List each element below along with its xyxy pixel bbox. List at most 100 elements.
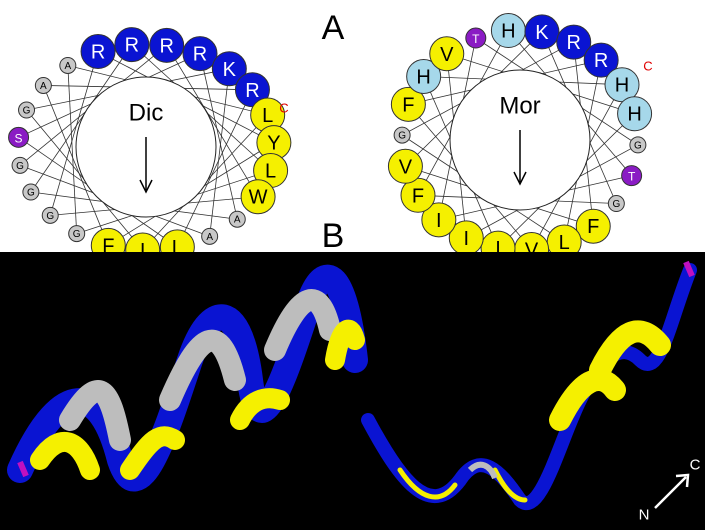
residue-label: R xyxy=(245,80,259,102)
residue-label: R xyxy=(91,42,105,64)
wheel-name: Mor xyxy=(499,93,540,120)
residue-r xyxy=(80,34,116,70)
residue-k xyxy=(524,14,560,50)
residue-label: G xyxy=(398,131,406,142)
residue-g xyxy=(629,136,647,154)
residue-v xyxy=(387,148,423,184)
residue-g xyxy=(607,195,625,213)
residue-a xyxy=(228,210,246,228)
wheel-spoke xyxy=(176,89,253,248)
residue-label: T xyxy=(472,32,480,46)
hydrophobic-moment-arrow xyxy=(139,137,153,194)
residue-label: L xyxy=(262,105,273,127)
residue-g xyxy=(22,183,40,201)
residue-g xyxy=(11,156,29,174)
residue-g xyxy=(41,206,59,224)
residue-label: A xyxy=(234,215,241,226)
residue-label: K xyxy=(535,22,549,44)
residue-k xyxy=(211,51,247,87)
residue-r xyxy=(583,42,619,78)
residue-s xyxy=(8,126,30,148)
wheel-spoke xyxy=(209,68,230,237)
residue-label: R xyxy=(567,32,581,54)
residue-a xyxy=(201,227,219,245)
residue-label: G xyxy=(73,229,81,240)
residue-label: R xyxy=(594,50,608,72)
residue-r xyxy=(114,27,150,63)
residue-a xyxy=(59,56,77,74)
c-terminus-label: C xyxy=(690,457,701,474)
residue-i xyxy=(421,202,457,238)
wheel-name: Dic xyxy=(129,100,164,127)
residue-t xyxy=(621,165,643,187)
wheel-spoke xyxy=(67,65,78,234)
residue-label: I xyxy=(463,228,469,250)
residue-label: V xyxy=(440,44,454,66)
residue-label: I xyxy=(495,238,501,260)
wheel-spoke xyxy=(166,45,259,197)
panel-a-label: A xyxy=(322,9,345,47)
residue-r xyxy=(556,24,592,60)
residue-label: A xyxy=(206,232,213,243)
residue-label: I xyxy=(436,210,442,232)
residue-r xyxy=(182,36,218,72)
residue-g xyxy=(68,225,86,243)
c-terminus-marker: C xyxy=(279,101,288,116)
residue-label: G xyxy=(16,161,24,172)
residue-label: F xyxy=(402,94,414,116)
residue-w xyxy=(240,179,276,215)
residue-label: R xyxy=(193,44,207,66)
residue-label: G xyxy=(23,106,31,117)
residue-label: G xyxy=(27,188,35,199)
residue-label: R xyxy=(159,35,173,57)
residue-label: F xyxy=(102,235,114,257)
residue-h xyxy=(406,58,442,94)
residue-r xyxy=(149,27,185,63)
residue-g xyxy=(393,126,411,144)
residue-label: H xyxy=(627,104,641,126)
residue-v xyxy=(429,36,465,72)
residue-label: F xyxy=(412,185,424,207)
residue-h xyxy=(617,96,653,132)
residue-label: T xyxy=(628,170,636,184)
n-terminus-label: N xyxy=(639,507,650,524)
residue-label: L xyxy=(265,161,276,183)
residue-label: V xyxy=(399,156,413,178)
wheel-spoke xyxy=(42,85,109,246)
n-to-c-direction-indicator: N C xyxy=(639,457,701,524)
residue-label: H xyxy=(416,66,430,88)
residue-label: H xyxy=(615,75,629,97)
residue-label: L xyxy=(172,237,183,259)
residue-a xyxy=(34,76,52,94)
residue-label: G xyxy=(612,199,620,210)
panel-b-label: B xyxy=(322,217,345,255)
residue-t xyxy=(465,27,487,49)
wheel-spoke xyxy=(30,44,133,193)
residue-label: G xyxy=(634,140,642,151)
residue-label: W xyxy=(249,187,268,209)
residue-label: K xyxy=(223,59,237,81)
residue-label: A xyxy=(40,81,47,92)
residue-label: S xyxy=(15,131,23,145)
wheel-spoke xyxy=(49,51,99,216)
residue-label: A xyxy=(64,61,71,72)
helix-ribbon-dic xyxy=(7,264,368,492)
residue-label: L xyxy=(559,232,570,254)
residue-label: F xyxy=(587,216,599,238)
residue-g xyxy=(18,101,36,119)
residue-label: R xyxy=(125,35,139,57)
residue-label: Y xyxy=(267,133,280,155)
c-terminus-marker: C xyxy=(643,59,652,74)
residue-f xyxy=(575,208,611,244)
residue-label: I xyxy=(140,240,146,262)
residue-label: H xyxy=(501,21,515,43)
hydrophobic-moment-arrow xyxy=(513,130,527,186)
residue-f xyxy=(390,86,426,122)
wheel-spoke xyxy=(199,53,238,220)
residue-label: G xyxy=(46,211,54,222)
helix-ribbon-mor xyxy=(361,260,697,510)
